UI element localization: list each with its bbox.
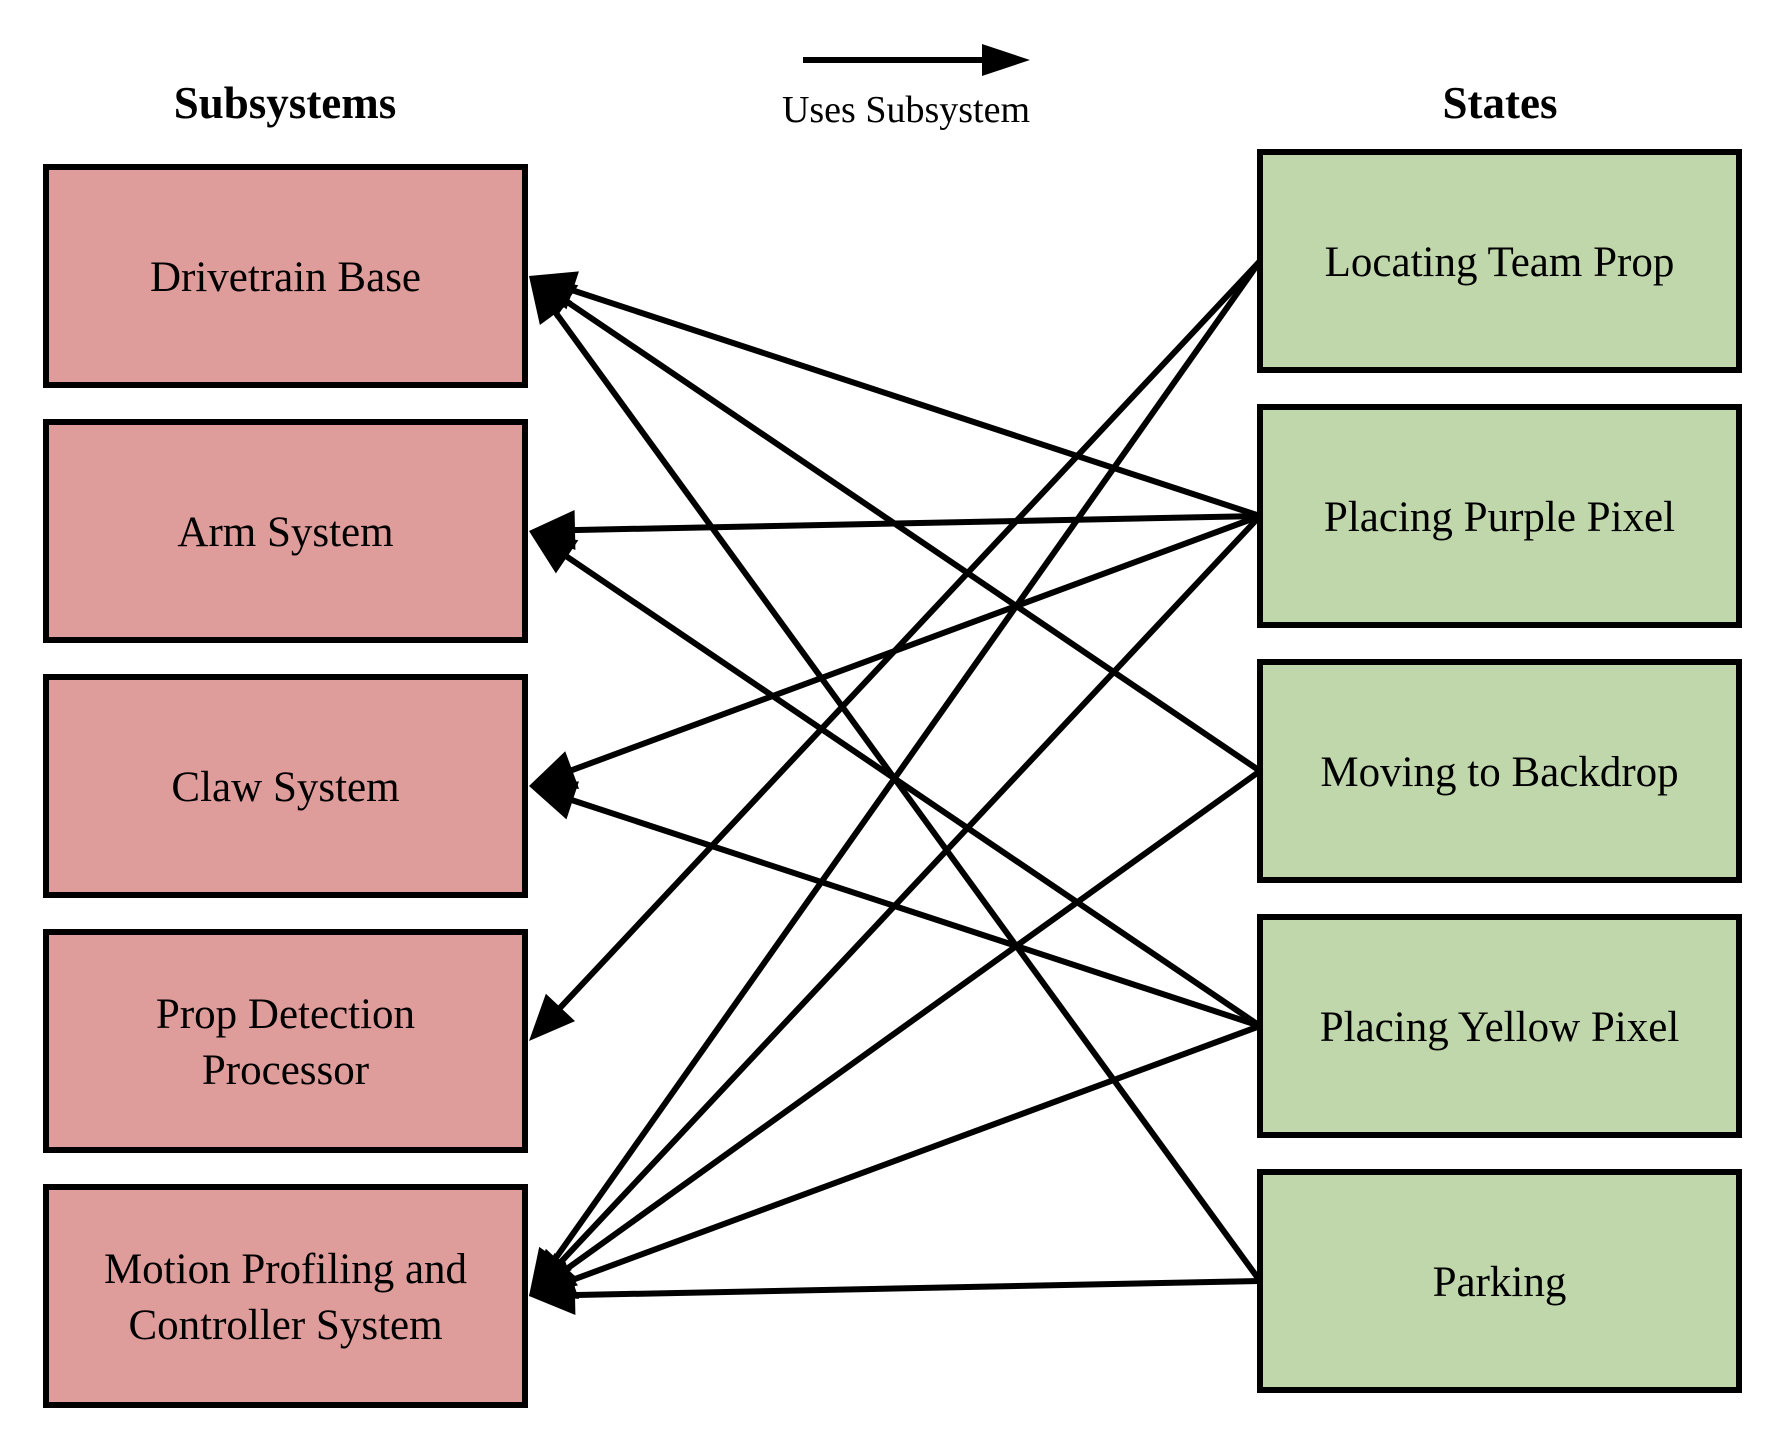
node-claw: Claw System [43,674,528,898]
node-arm: Arm System [43,419,528,643]
edge-purple-to-arm [529,510,1261,551]
edge-arrowhead [529,781,579,820]
edge-arrowhead [529,1275,576,1316]
edge-line [555,513,1263,1268]
node-box-motion-profiling [43,1184,528,1408]
edge-locating-to-prop-detection [529,258,1263,1041]
edge-line [570,1278,1261,1299]
edge-arrowhead [529,276,573,325]
edge-parking-to-motion-profiling [529,1275,1261,1316]
edge-purple-to-claw [529,513,1262,789]
node-box-backdrop [1257,659,1742,883]
edge-line [567,286,1261,519]
node-box-arm [43,419,528,643]
edge-purple-to-drivetrain [529,271,1261,519]
node-label-claw: Claw System [171,764,399,811]
edge-yellow-to-arm [529,531,1262,1029]
node-box-purple [1257,404,1742,628]
node-label-backdrop: Moving to Backdrop [1320,749,1678,796]
edge-arrowhead [529,751,580,789]
node-label-prop-detection-line-2: Processor [202,1047,369,1094]
edge-line [555,258,1263,1013]
edges-layer [529,258,1263,1316]
edge-parking-to-drivetrain [529,276,1263,1283]
node-drivetrain: Drivetrain Base [43,164,528,388]
edge-line [561,768,1262,1274]
node-label-drivetrain: Drivetrain Base [150,254,421,301]
edge-line [562,552,1262,1029]
edge-line [550,259,1263,1264]
node-yellow: Placing Yellow Pixel [1257,914,1742,1138]
node-box-locating [1257,149,1742,373]
edge-line [570,513,1261,534]
node-label-motion-profiling-line-2: Controller System [128,1302,442,1349]
node-label-purple: Placing Purple Pixel [1324,494,1675,541]
node-box-prop-detection [43,929,528,1153]
edge-yellow-to-claw [529,781,1261,1029]
node-box-parking [1257,1169,1742,1393]
edge-yellow-to-motion-profiling [529,1023,1262,1299]
node-purple: Placing Purple Pixel [1257,404,1742,628]
node-box-claw [43,674,528,898]
legend-arrowhead [982,44,1030,76]
edge-line [567,1023,1262,1285]
states-title: States [1443,78,1558,128]
node-parking: Parking [1257,1169,1742,1393]
legend: Uses Subsystem [782,44,1030,131]
edge-arrowhead [529,993,576,1041]
node-label-prop-detection-line-1: Prop Detection [156,991,415,1038]
edge-line [567,796,1261,1029]
legend-label: Uses Subsystem [782,89,1030,131]
edge-arrowhead [529,531,579,574]
subsystems-title: Subsystems [174,78,397,128]
node-label-motion-profiling-line-1: Motion Profiling and [104,1246,467,1293]
node-locating: Locating Team Prop [1257,149,1742,373]
edge-backdrop-to-motion-profiling [529,768,1262,1296]
edge-backdrop-to-drivetrain [529,276,1262,774]
node-backdrop: Moving to Backdrop [1257,659,1742,883]
node-box-yellow [1257,914,1742,1138]
edge-line [567,513,1262,775]
edge-line [551,308,1263,1283]
node-label-parking: Parking [1433,1259,1567,1306]
node-box-drivetrain [43,164,528,388]
edge-line [562,297,1262,774]
node-label-arm: Arm System [177,509,393,556]
node-label-yellow: Placing Yellow Pixel [1320,1004,1680,1051]
node-label-locating: Locating Team Prop [1325,239,1675,286]
